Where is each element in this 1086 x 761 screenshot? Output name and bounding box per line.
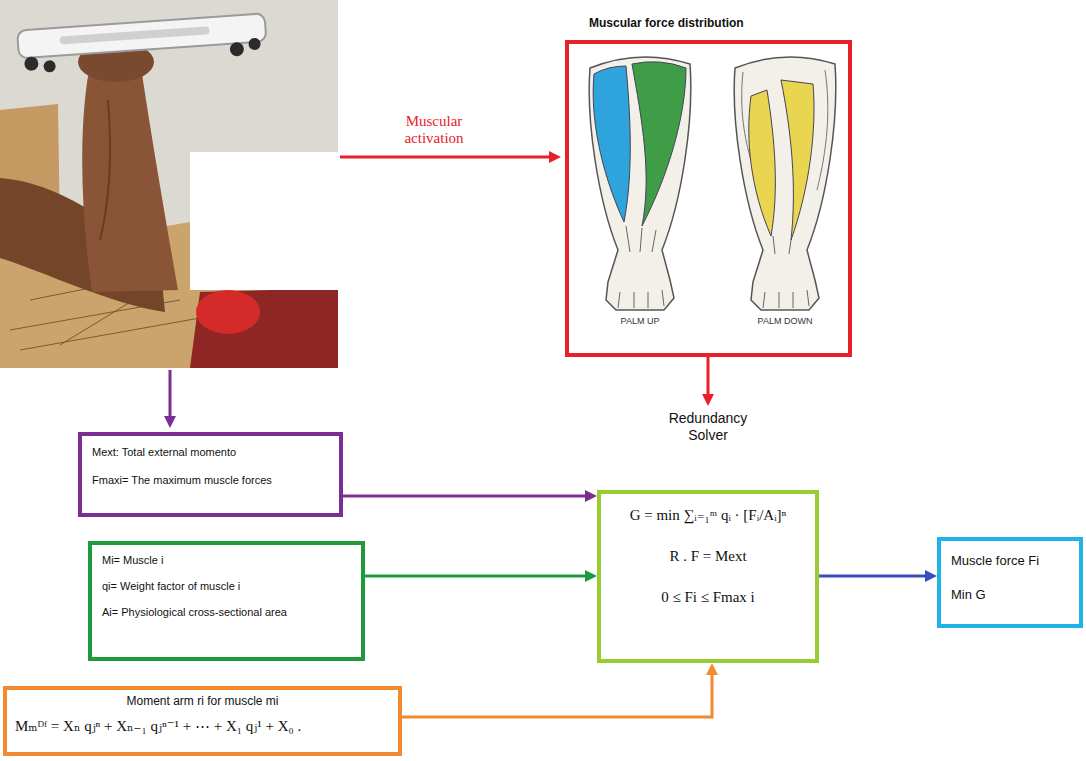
box-heading: Muscular force distribution	[589, 16, 744, 31]
device-body	[17, 13, 266, 58]
device-knob	[248, 38, 261, 51]
forearm-palm-up	[589, 57, 691, 310]
photo-wall	[0, 0, 338, 368]
flow-arrow	[402, 673, 712, 717]
definition-text: Mi= Muscle i	[102, 554, 351, 568]
tendon-lines	[618, 226, 664, 308]
red-glove	[196, 290, 260, 334]
definition-text: Mext: Total external momento	[92, 446, 329, 460]
device-knob	[24, 56, 39, 71]
muscle-figure-box: Muscular force distributionPALM UPPALM D…	[565, 40, 852, 357]
box-heading: Redundancy Solver	[653, 410, 763, 444]
moment-arm-box: Moment arm ri for muscle mi Mₘᴰᶠ = Xₙ qⱼⁿ…	[3, 686, 402, 756]
arm-photo	[0, 0, 338, 368]
definition-text: qi= Weight factor of muscle i	[102, 580, 351, 594]
grip-device	[17, 13, 267, 74]
input-arrow	[169, 370, 172, 418]
solver-box: Redundancy SolverG = min ∑ᵢ₌₁ᵐ qᵢ · [Fᵢ/…	[597, 490, 819, 663]
redaction-block	[190, 152, 338, 290]
output-text: Muscle force Fi	[951, 553, 1069, 569]
forearm-figure	[589, 57, 836, 310]
device-knob	[43, 60, 56, 73]
formula-text: R . F = Mext	[607, 547, 809, 566]
tendon-lines	[763, 236, 809, 308]
output-text: Min G	[951, 587, 1069, 603]
muscle-yellow	[749, 90, 776, 236]
formula-text: G = min ∑ᵢ₌₁ᵐ qᵢ · [Fᵢ/Aᵢ]ⁿ	[607, 506, 809, 525]
box-heading: Moment arm ri for muscle mi	[15, 694, 390, 709]
muscle-green	[632, 62, 686, 226]
flow-arrow	[707, 357, 710, 396]
formula-text: 0 ≤ Fi ≤ Fmax i	[607, 588, 809, 607]
forearm-palm-down	[734, 57, 836, 310]
muscle-yellow	[781, 80, 814, 240]
muscle-blue	[593, 66, 630, 222]
device-knob	[229, 42, 244, 57]
flow-arrow	[365, 575, 587, 578]
definition-text: Fmaxi= The maximum muscle forces	[92, 474, 329, 488]
formula-text: Mₘᴰᶠ = Xₙ qⱼⁿ + Xₙ₋₁ qⱼⁿ⁻¹ + ⋯ + X₁ qⱼ¹ …	[15, 717, 390, 736]
definition-text: Ai= Physiological cross-sectional area	[102, 606, 351, 620]
forearm	[82, 74, 178, 292]
input-box: Mext: Total external momentoFmaxi= The m…	[78, 432, 343, 517]
activation-arrow	[340, 156, 551, 159]
device-slot	[60, 26, 210, 44]
flow-arrow	[343, 495, 587, 498]
forearm-outline	[734, 57, 836, 310]
forearm-outline	[589, 57, 691, 310]
output-box: Muscle force Fi Min G	[937, 537, 1083, 628]
figure-caption: PALM DOWN	[745, 316, 825, 327]
figure-caption: PALM UP	[605, 316, 675, 327]
shirt	[190, 288, 338, 368]
forearm-shade	[100, 100, 110, 240]
parameter-box: Mi= Muscle i qi= Weight factor of muscle …	[88, 541, 365, 661]
flow-arrow	[819, 575, 927, 578]
arrow-label: Muscular activation	[388, 113, 480, 148]
